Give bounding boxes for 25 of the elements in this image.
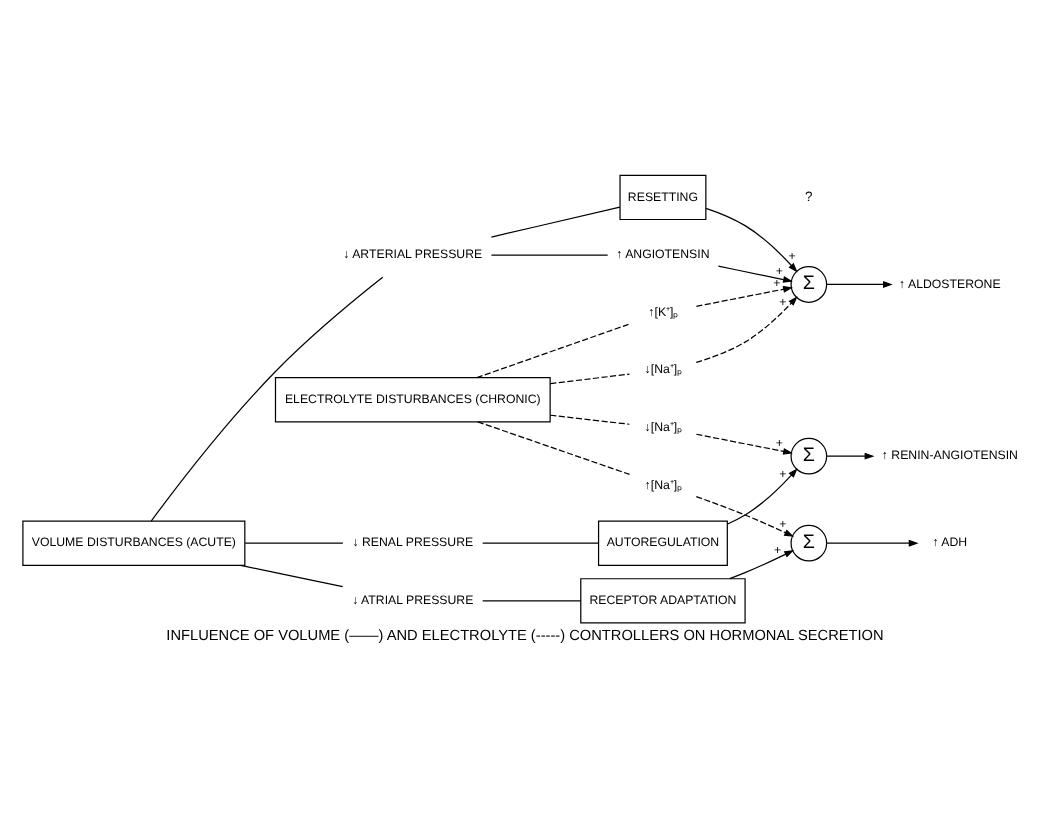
arrow (728, 549, 794, 579)
connector (489, 205, 620, 237)
connector (548, 372, 630, 384)
connector (481, 599, 581, 601)
arrow (694, 284, 792, 306)
connector (475, 322, 630, 378)
arrow (825, 280, 892, 287)
node-circle: Σ (789, 523, 827, 561)
connector (476, 420, 630, 475)
connector (489, 253, 608, 255)
arrow (716, 264, 792, 282)
arrow (694, 432, 792, 454)
arrow (825, 451, 874, 459)
connector (238, 563, 343, 587)
arrow (726, 467, 797, 524)
arrow (825, 538, 918, 546)
connector (548, 413, 630, 424)
connector (149, 275, 383, 521)
node-circle: Σ (789, 436, 827, 474)
arrow (694, 495, 794, 536)
node-circle: Σ (789, 265, 827, 302)
connector (481, 541, 599, 543)
arrow (704, 206, 797, 272)
arrow (694, 295, 797, 363)
connector (243, 541, 343, 543)
